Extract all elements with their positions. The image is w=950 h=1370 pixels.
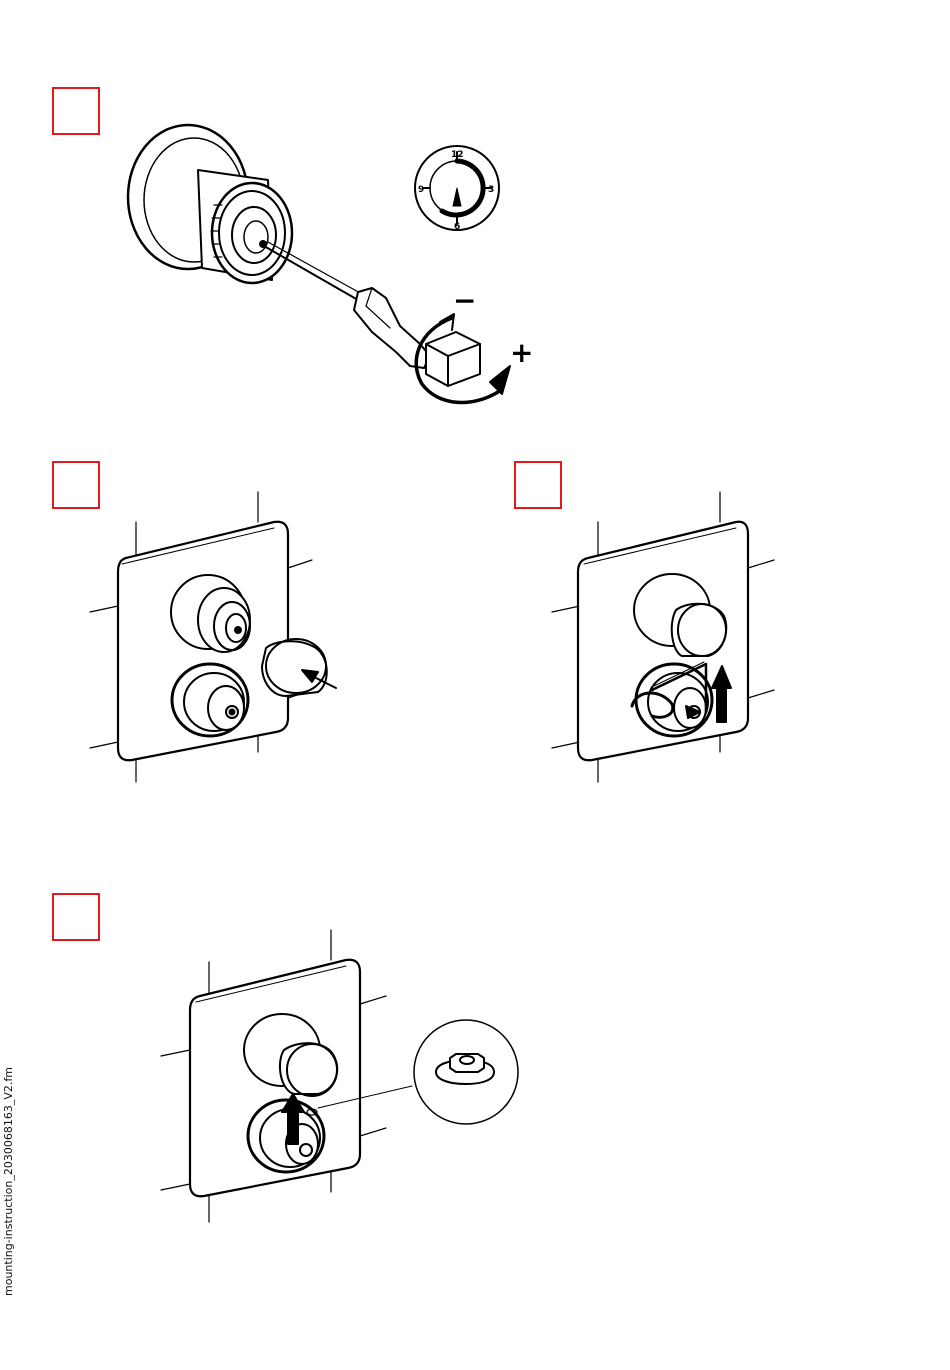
plus-sign: + [510,336,533,369]
step-4-illustration [161,930,518,1222]
dial-label-9: 9 [418,185,424,195]
dial-label-6: 6 [454,222,460,232]
temperature-dial: 12 3 6 9 [415,146,499,232]
minus-sign: − [453,284,476,317]
step-2-illustration [90,492,336,782]
step-3-illustration [552,492,774,782]
dial-label-12: 12 [451,150,464,160]
step-1-illustration: − + 12 3 6 9 [128,125,533,402]
dial-label-3: 3 [488,185,494,195]
footer-filename: mounting-instruction_2030068163_V2.fm [2,996,15,1296]
